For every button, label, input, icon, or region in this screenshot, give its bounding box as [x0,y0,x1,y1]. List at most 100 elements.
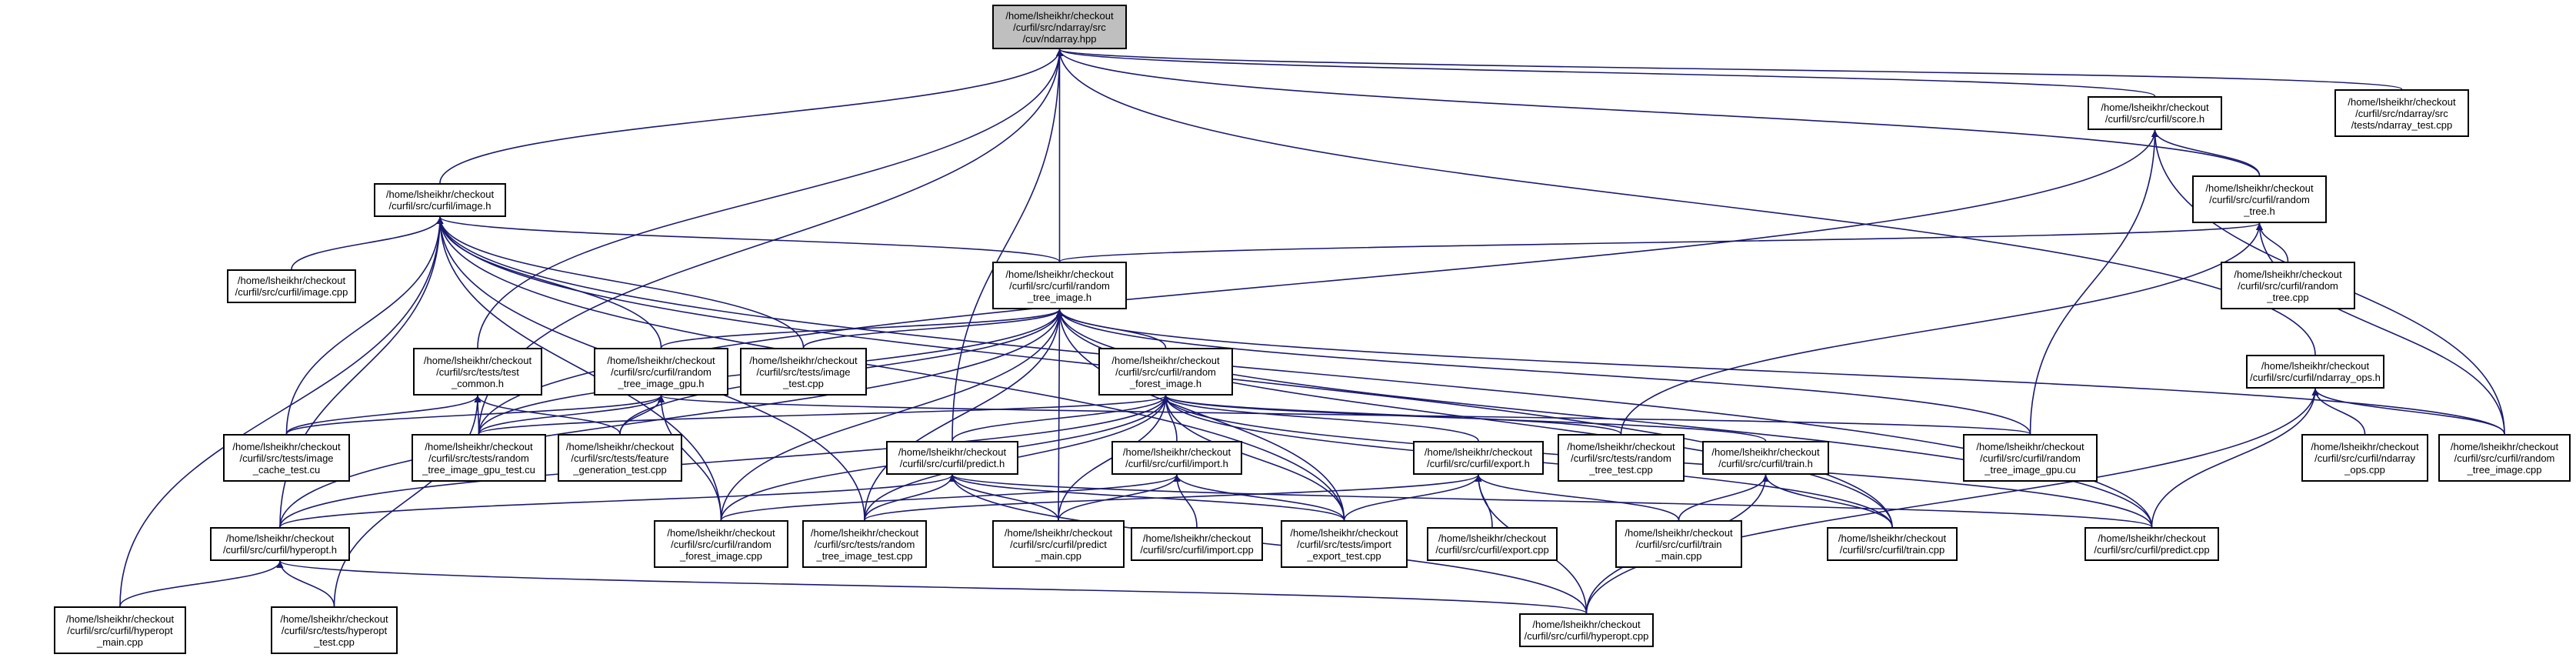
dependency-edge [1173,474,1198,528]
dependency-edge [1058,474,1181,521]
node-hyperopt-h[interactable]: /home/lsheikhr/checkout/curfil/src/curfi… [210,527,350,561]
node-line: /home/lsheikhr/checkout [2205,182,2314,194]
node-export-h[interactable]: /home/lsheikhr/checkout/curfil/src/curfi… [1413,441,1544,475]
node-import-export-test-cpp[interactable]: /home/lsheikhr/checkout/curfil/src/tests… [1281,520,1408,568]
dependency-edge [2256,222,2505,435]
dependency-edge [276,560,335,607]
dependency-edge [478,395,1169,435]
node-line: /cuv/ndarray.hpp [1022,32,1097,45]
node-ndarray-test-cpp[interactable]: /home/lsheikhr/checkout/curfil/src/ndarr… [2334,89,2469,137]
node-line: _tree_test.cpp [1589,463,1653,476]
node-test-common-h[interactable]: /home/lsheikhr/checkout/curfil/src/tests… [413,348,542,396]
dependency-edge [279,309,1063,528]
node-line: /curfil/src/curfil/random [2238,279,2338,292]
node-random-tree-cpp[interactable]: /home/lsheikhr/checkout/curfil/src/curfi… [2221,262,2355,309]
dependency-edge [2256,222,2289,262]
node-line: /curfil/src/curfil/import.cpp [1140,544,1254,556]
node-line: /curfil/src/ndarray/src [2355,107,2448,119]
node-line: _forest_image.cpp [680,549,762,562]
node-line: /home/lsheikhr/checkout [65,613,175,625]
node-line: /home/lsheikhr/checkout [1424,446,1533,458]
node-ndarray-ops-cpp[interactable]: /home/lsheikhr/checkout/curfil/src/curfi… [2301,434,2428,482]
node-image-cpp[interactable]: /home/lsheikhr/checkout/curfil/src/curfi… [227,269,356,303]
node-random-tree-image-gpu-cu[interactable]: /home/lsheikhr/checkout/curfil/src/curfi… [1963,434,2098,482]
node-line: /curfil/src/curfil/predict [1010,538,1107,550]
dependency-edge [948,474,1345,521]
dependency-edge [2311,388,2505,435]
node-image-cache-test-cu[interactable]: /home/lsheikhr/checkout/curfil/src/tests… [223,434,350,482]
dependency-edge [478,395,665,435]
node-line: _test.cpp [314,636,355,648]
node-line: /home/lsheikhr/checkout [225,532,335,544]
node-line: _tree_image.cpp [2467,463,2542,476]
node-line: /home/lsheikhr/checkout [425,440,533,452]
node-line: /curfil/src/curfil/random [671,538,771,550]
dependency-edge [658,395,722,521]
node-image-h[interactable]: /home/lsheikhr/checkout/curfil/src/curfi… [374,183,506,217]
node-line: _common.h [452,377,504,389]
node-random-tree-image-cpp[interactable]: /home/lsheikhr/checkout/curfil/src/curfi… [2438,434,2571,482]
dependency-edge [1056,48,2403,90]
node-feature-generation-test-cpp[interactable]: /home/lsheikhr/checkout/curfil/src/tests… [558,434,682,482]
node-line: /tests/ndarray_test.cpp [2351,119,2453,131]
node-train-cpp[interactable]: /home/lsheikhr/checkout/curfil/src/curfi… [1827,527,1958,561]
node-line: /curfil/src/curfil/random [1009,279,1110,292]
node-line: _tree_image_gpu_test.cu [422,463,535,476]
node-hyperopt-cpp[interactable]: /home/lsheikhr/checkout/curfil/src/curfi… [1519,613,1654,647]
node-random-forest-image-h[interactable]: /home/lsheikhr/checkout/curfil/src/curfi… [1098,348,1233,396]
dependency-edge [285,216,444,435]
dependency-edge [1056,309,2505,435]
node-ndarray-ops-h[interactable]: /home/lsheikhr/checkout/curfil/src/curfi… [2246,355,2384,389]
node-random-forest-image-cpp[interactable]: /home/lsheikhr/checkout/curfil/src/curfi… [654,520,788,568]
node-hyperopt-main-cpp[interactable]: /home/lsheikhr/checkout/curfil/src/curfi… [54,606,186,654]
dependency-edge [1162,395,1345,521]
node-random-tree-image-gpu-h[interactable]: /home/lsheikhr/checkout/curfil/src/curfi… [594,348,728,396]
dependency-edge [1678,474,1769,521]
node-line: /home/lsheikhr/checkout [2261,360,2370,372]
node-random-tree-image-h[interactable]: /home/lsheikhr/checkout/curfil/src/curfi… [992,262,1127,309]
dependency-edge [864,309,1063,521]
node-random-tree-test-cpp[interactable]: /home/lsheikhr/checkout/curfil/src/tests… [1558,434,1685,482]
dependency-edge [474,395,621,435]
node-line: /curfil/src/curfil/hyperopt [67,624,173,636]
node-random-tree-image-gpu-test-cu[interactable]: /home/lsheikhr/checkout/curfil/src/tests… [412,434,546,482]
dependency-edge [291,216,444,270]
node-line: /curfil/src/tests/hyperopt [281,624,388,636]
node-random-tree-image-test-cpp[interactable]: /home/lsheikhr/checkout/curfil/src/tests… [802,520,927,568]
node-hyperopt-test-cpp[interactable]: /home/lsheikhr/checkout/curfil/src/tests… [271,606,398,654]
dependency-edge [864,474,1482,521]
node-predict-h[interactable]: /home/lsheikhr/checkout/curfil/src/curfi… [886,441,1018,475]
node-export-cpp[interactable]: /home/lsheikhr/checkout/curfil/src/curfi… [1427,527,1558,561]
node-line: /curfil/src/curfil/random [2209,193,2310,205]
node-image-test-cpp[interactable]: /home/lsheikhr/checkout/curfil/src/tests… [740,348,867,396]
node-line: /home/lsheikhr/checkout [1005,268,1114,280]
node-line: /curfil/src/tests/image [239,452,334,464]
node-predict-cpp[interactable]: /home/lsheikhr/checkout/curfil/src/curfi… [2084,527,2219,561]
node-line: _tree_image_test.cpp [816,549,913,562]
node-line: /home/lsheikhr/checkout [1625,526,1733,539]
node-score-h[interactable]: /home/lsheikhr/checkout/curfil/src/curfi… [2088,96,2222,130]
node-line: /home/lsheikhr/checkout [898,446,1007,458]
dependency-edge [1055,309,1063,521]
node-line: /home/lsheikhr/checkout [1438,532,1547,544]
node-line: _ops.cpp [2344,463,2385,476]
node-line: _export_test.cpp [1307,549,1381,562]
node-line: /curfil/src/curfil/random [1115,366,1216,378]
node-train-h[interactable]: /home/lsheikhr/checkout/curfil/src/curfi… [1702,441,1829,475]
node-line: /curfil/src/curfil/export.h [1427,458,1530,469]
dependency-edge [1162,395,1622,435]
node-predict-main-cpp[interactable]: /home/lsheikhr/checkout/curfil/src/curfi… [992,520,1125,568]
node-import-cpp[interactable]: /home/lsheikhr/checkout/curfil/src/curfi… [1131,527,1263,561]
node-line: /home/lsheikhr/checkout [1838,532,1947,544]
dependency-edge [658,395,2031,435]
node-random-tree-h[interactable]: /home/lsheikhr/checkout/curfil/src/curfi… [2192,175,2327,223]
node-line: _cache_test.cu [252,463,321,476]
dependency-edge [660,309,1063,349]
dependency-edge [951,48,1063,442]
dependency-edge [1475,474,1680,521]
node-line: /curfil/src/curfil/ndarray_ops.h [2250,372,2381,383]
node-import-h[interactable]: /home/lsheikhr/checkout/curfil/src/curfi… [1111,441,1242,475]
node-line: /curfil/src/tests/random [1571,452,1671,464]
node-train-main-cpp[interactable]: /home/lsheikhr/checkout/curfil/src/curfi… [1615,520,1742,568]
